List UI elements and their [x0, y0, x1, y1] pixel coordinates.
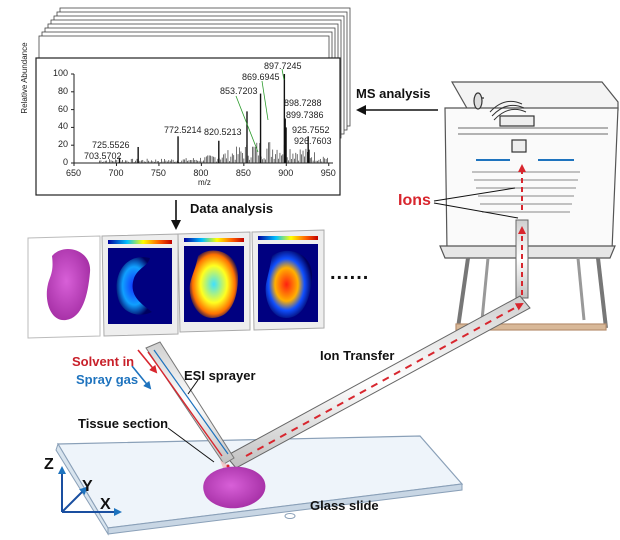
spectrum-leader-lines: [235, 68, 285, 153]
peak-label-5: 853.7203: [220, 86, 258, 96]
ms-lens-lines: [472, 171, 580, 213]
peak-label-11: 926.7603: [294, 136, 332, 146]
y-axis-label: Y: [82, 478, 93, 495]
peak-label-4: 820.5213: [204, 127, 242, 137]
peak-label-7: 897.7245: [264, 61, 302, 71]
ms-analysis-label: MS analysis: [356, 86, 431, 101]
spectrum-ytick-label: 20: [58, 139, 69, 150]
ions-label: Ions: [398, 192, 431, 209]
spectrum-xtick-label: 950: [320, 168, 336, 178]
spectrum-ylabel: Relative Abundance: [20, 42, 29, 114]
spectrum-xlabel: m/z: [198, 178, 211, 187]
spectrum-ytick-label: 0: [63, 157, 69, 167]
spectrum-ytick-label: 40: [58, 121, 69, 132]
solvent-in-label: Solvent in: [72, 354, 135, 369]
peak-label-8: 898.7288: [284, 98, 322, 108]
spectrum-ytick-label: 80: [58, 85, 69, 96]
peak-label-9: 899.7386: [286, 110, 324, 120]
more-images-ellipsis: ......: [330, 262, 370, 284]
z-axis-label: Z: [44, 456, 54, 473]
gas-flow-arrow: [131, 365, 152, 390]
spectrum-panel: [35, 57, 341, 196]
spectrum-xtick-label: 800: [193, 168, 209, 178]
ions-pointer-lines: [433, 187, 519, 219]
peak-label-6: 869.6945: [242, 72, 280, 82]
sprayer-pointer-line: [187, 379, 199, 395]
optical-image-tile: [27, 235, 101, 339]
ion-transfer-label: Ion Transfer: [320, 348, 395, 363]
peak-label-1: 703.5702: [84, 151, 122, 161]
spectrum-xtick-label: 850: [235, 168, 251, 178]
peak-label-3: 772.5214: [164, 125, 202, 135]
mass-spectrometer: [439, 81, 619, 331]
spectrum-xtick-label: 750: [150, 168, 166, 178]
spectrum-xtick-label: 650: [66, 168, 82, 178]
ion-image-tile-3: [251, 229, 325, 331]
spectrum-ticks: [71, 73, 330, 166]
tissue-sample: [203, 466, 266, 509]
spectrum-ytick-label: 100: [53, 68, 69, 78]
xyz-axes: [58, 466, 122, 516]
spectrum-xtick-label: 900: [278, 168, 294, 178]
ion-image-tile-1: [101, 233, 179, 337]
peak-label-2: 725.5526: [92, 140, 130, 150]
peak-label-10: 925.7552: [292, 125, 330, 135]
data-analysis-label: Data analysis: [190, 201, 274, 216]
ion-image-tile-2: [177, 231, 251, 333]
spectrum-ytick-label: 60: [58, 103, 69, 114]
spectrum-xtick-label: 700: [108, 168, 124, 178]
esi-sprayer-label: ESI sprayer: [184, 368, 256, 383]
glass-slide-label: Glass slide: [310, 498, 379, 513]
x-axis-label: X: [100, 496, 111, 513]
solvent-flow-arrow: [137, 349, 158, 374]
spray-gas-label: Spray gas: [76, 372, 139, 387]
spectrum-bars: [99, 74, 328, 163]
tissue-pointer-line: [167, 427, 215, 463]
ms-inlet-capillary: [515, 164, 529, 299]
tissue-section-label: Tissue section: [78, 416, 169, 431]
ion-transfer-tube: [225, 295, 531, 469]
